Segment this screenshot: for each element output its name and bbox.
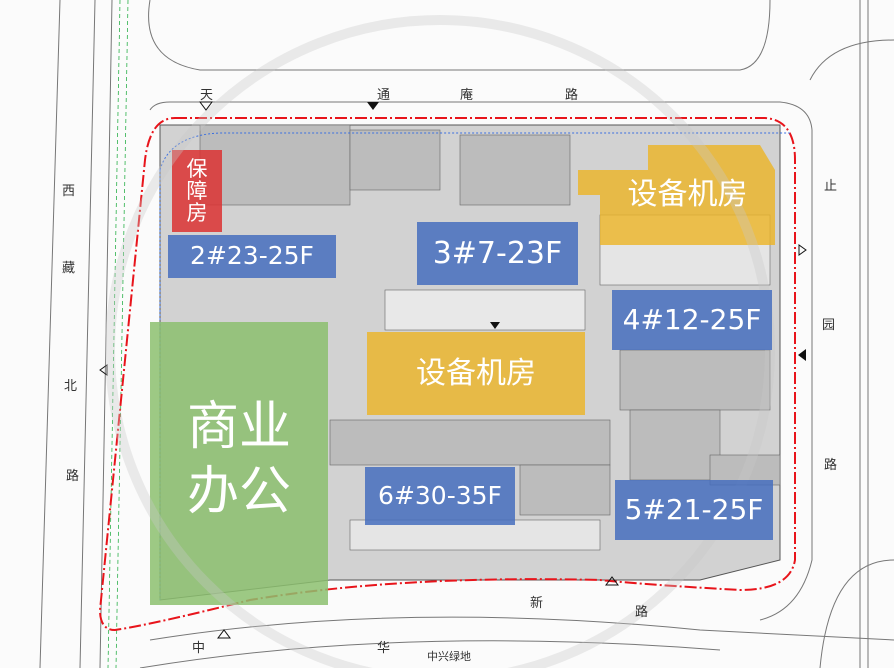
road-south-char: 新 <box>530 596 544 611</box>
road-north-char: 庵 <box>460 88 474 103</box>
equipment-room-top-label: 设备机房 <box>627 177 748 213</box>
road-west-char: 西 <box>62 184 76 199</box>
road-east-char: 止 <box>824 179 838 194</box>
road-south-char: 中 <box>192 641 206 656</box>
road-west-char: 路 <box>66 469 80 484</box>
affordable-housing-zone <box>172 150 222 232</box>
road-west-char: 北 <box>64 379 78 394</box>
equipment-room-top-zone <box>578 145 775 245</box>
site-boundary <box>98 117 796 632</box>
road-south-char: 路 <box>635 605 649 620</box>
building-2-zone: 2#23-25F <box>168 235 336 278</box>
commercial-office-label: 商业 办公 <box>186 397 291 522</box>
affordable-housing-label: 保 障 房 <box>186 156 208 226</box>
road-north-char: 路 <box>565 88 579 103</box>
commercial-office-zone <box>150 322 328 605</box>
road-south-char: 华 <box>377 641 391 656</box>
building-5-zone: 5#21-25F <box>615 480 773 540</box>
building-4-zone: 4#12-25F <box>612 290 772 350</box>
road-west-char: 藏 <box>62 261 76 276</box>
road-east-char: 路 <box>824 458 838 473</box>
road-north-char: 通 <box>377 88 391 103</box>
green-space-label: 中兴绿地 <box>427 650 471 663</box>
building-6-zone: 6#30-35F <box>365 467 515 525</box>
road-east-char: 园 <box>822 318 836 333</box>
equipment-room-center-zone: 设备机房 <box>367 332 585 415</box>
building-3-zone: 3#7-23F <box>417 222 578 285</box>
road-north-char: 天 <box>200 88 214 103</box>
